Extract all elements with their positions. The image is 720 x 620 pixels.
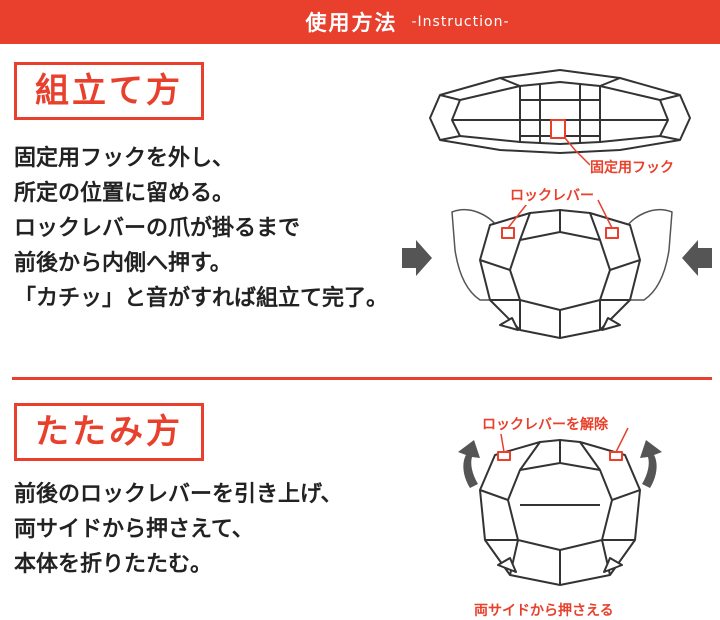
folding-helmet-illustration: [479, 439, 641, 586]
page-title: 使用方法: [305, 11, 398, 35]
assembly-instructions: 固定用フックを外し、 所定の位置に留める。 ロックレバーの爪が掛るまで 前後から…: [14, 141, 388, 316]
folding-step-3: 本体を折りたたむ。: [14, 552, 213, 577]
header-tab: 使用方法 -Instruction-: [255, 0, 560, 44]
assembly-step-4: 前後から内側へ押す。: [14, 251, 232, 276]
callout-release-lever: ロックレバーを解除: [482, 414, 608, 434]
assembly-heading: 組立て方: [14, 62, 204, 120]
assembly-step-2: 所定の位置に留める。: [14, 181, 235, 206]
page-subtitle: -Instruction-: [411, 14, 510, 30]
callout-press-sides: 両サイドから押さえる: [474, 600, 614, 620]
lift-left-arrow-icon: [458, 440, 480, 488]
section-divider: [12, 377, 712, 380]
folding-instructions: 前後のロックレバーを引き上げ、 両サイドから押さえて、 本体を折りたたむ。: [14, 477, 342, 582]
assembly-step-1: 固定用フックを外し、: [14, 146, 235, 171]
callout-lock-lever: ロックレバー: [510, 185, 594, 205]
assembly-step-3: ロックレバーの爪が掛るまで: [14, 216, 301, 241]
assembly-step-5: 「カチッ」と音がすれば組立て完了。: [14, 286, 389, 311]
lift-right-arrow-icon: [640, 440, 662, 488]
folding-step-1: 前後のロックレバーを引き上げ、: [14, 482, 343, 507]
folding-heading: たたみ方: [14, 403, 204, 461]
assembly-helmet-illustration: [479, 209, 641, 339]
callout-fixing-hook: 固定用フック: [590, 157, 674, 177]
folded-helmet-illustration: [429, 69, 691, 154]
press-left-arrow-icon: [682, 240, 712, 276]
hook-leader-line: [564, 137, 591, 166]
press-right-arrow-icon: [402, 240, 432, 276]
folding-step-2: 両サイドから押さえて、: [14, 517, 254, 542]
